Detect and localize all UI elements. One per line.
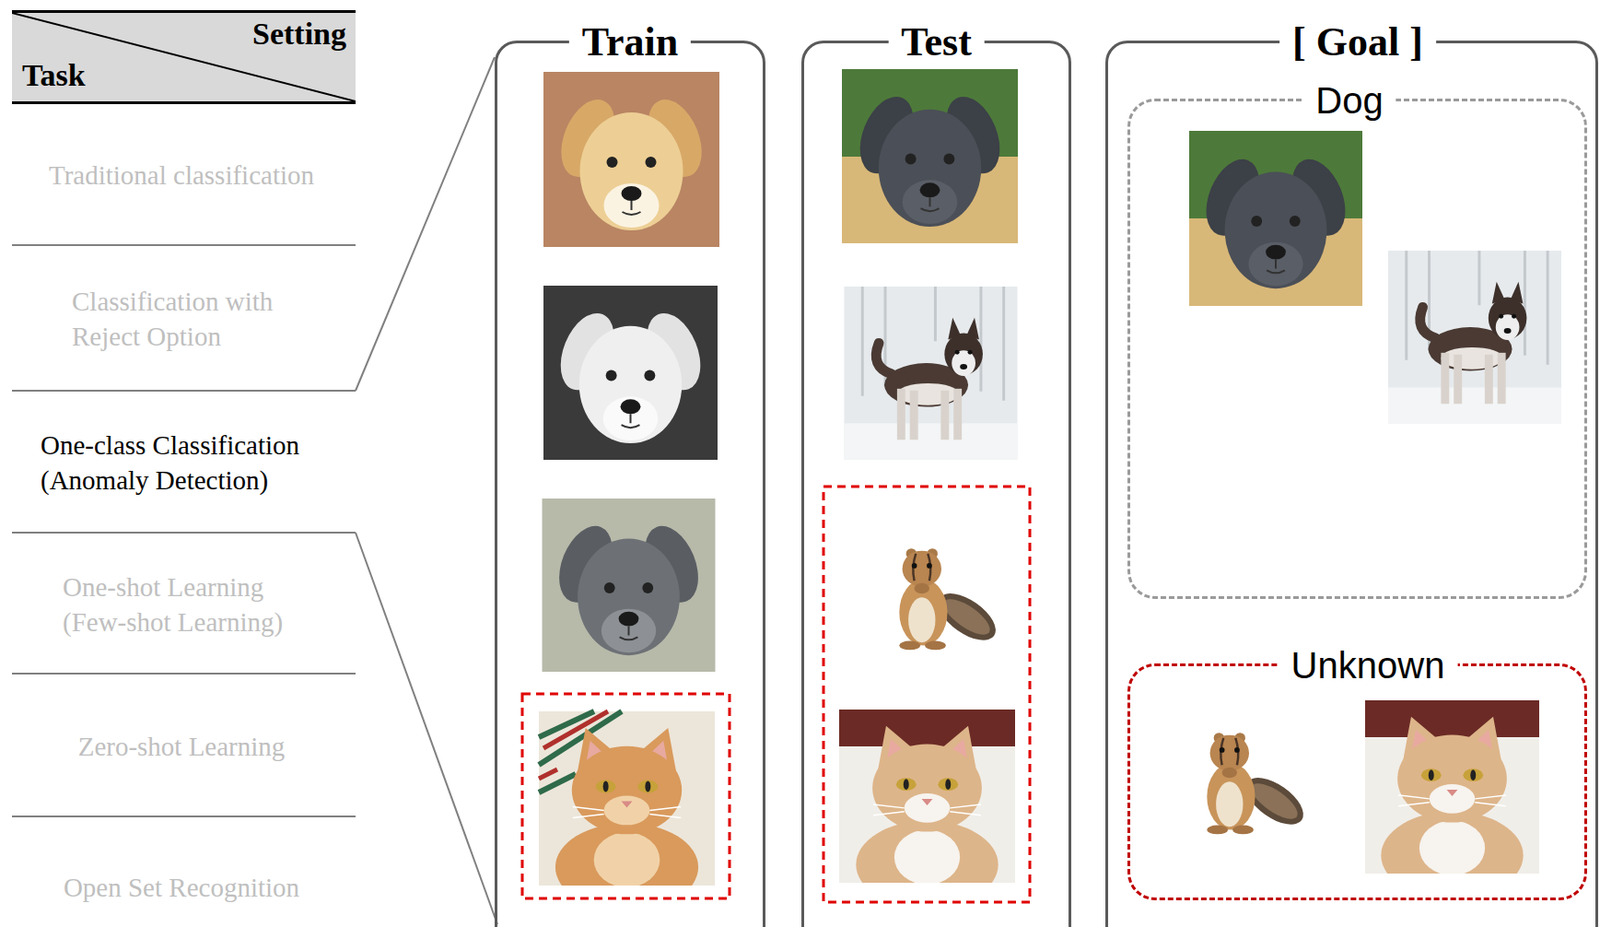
zoom-line xyxy=(355,532,498,924)
text-holder: Test xyxy=(887,19,985,64)
text-holder: Open Set Recognition xyxy=(63,870,300,906)
text-holder: Unknown xyxy=(1278,643,1459,687)
dog-photo xyxy=(544,71,720,247)
panel-title: Train xyxy=(569,19,691,64)
goal-panel: [ Goal ]DogUnknown xyxy=(1105,40,1599,927)
panel-title: Test xyxy=(887,19,985,64)
text-holder: Setting xyxy=(252,16,347,51)
text-holder: Traditional classification xyxy=(48,158,315,194)
goal-photos xyxy=(1163,130,1562,900)
task-name: One-shot Learning (Few-shot Learning) xyxy=(62,570,304,640)
text-holder: Dog xyxy=(1302,79,1396,122)
text-holder: Classification with Reject Option xyxy=(71,284,314,354)
cat-photo xyxy=(1366,700,1540,900)
row-rule xyxy=(11,531,356,534)
train-photos xyxy=(522,71,730,911)
header-cell: SettingTask xyxy=(11,10,356,105)
class-group: Dog xyxy=(1127,98,1588,599)
text-holder: Task xyxy=(22,58,86,93)
unknown-marker xyxy=(823,486,1030,902)
cat-photo xyxy=(539,711,714,911)
group-label: Dog xyxy=(1302,79,1396,122)
row-rule xyxy=(11,244,356,246)
panel-title: [ Goal ] xyxy=(1279,19,1437,64)
text-holder: One-shot Learning (Few-shot Learning) xyxy=(62,570,304,640)
dog-photo xyxy=(842,69,1017,244)
dog-photo xyxy=(543,285,718,460)
task-name: One-class Classification (Anomaly Detect… xyxy=(40,428,345,498)
row-rule xyxy=(11,672,356,675)
task-name: Zero-shot Learning xyxy=(78,729,286,765)
unknown-marker xyxy=(522,693,730,899)
test-photos xyxy=(823,69,1030,909)
header-text: Setting xyxy=(252,16,347,51)
zoom-line xyxy=(355,57,495,391)
husky-photo xyxy=(1388,250,1562,424)
chipmunk-photo xyxy=(1163,704,1311,848)
text-holder: Zero-shot Learning xyxy=(78,729,286,765)
dog-photo xyxy=(542,498,716,672)
test-panel: Test xyxy=(801,40,1072,927)
diagonal-line xyxy=(11,12,356,102)
text-holder: One-class Classification (Anomaly Detect… xyxy=(40,428,345,498)
task-name: Traditional classification xyxy=(48,158,315,194)
task-name: Classification with Reject Option xyxy=(71,284,314,354)
table-rules xyxy=(11,245,356,817)
group-label: Unknown xyxy=(1278,643,1459,687)
photo-ground xyxy=(543,71,720,247)
train-panel: Train xyxy=(494,40,766,927)
zoom-lines xyxy=(355,57,498,924)
row-rule xyxy=(11,389,356,392)
row-rule xyxy=(11,815,356,818)
unknown-group: Unknown xyxy=(1127,663,1588,900)
text-holder: Train xyxy=(569,19,691,64)
dog-photo xyxy=(1189,131,1363,305)
husky-photo xyxy=(844,286,1018,460)
header-text: Task xyxy=(22,58,86,93)
chipmunk-photo xyxy=(855,520,1004,664)
task-name: Open Set Recognition xyxy=(63,870,300,906)
text-holder: [ Goal ] xyxy=(1279,19,1437,64)
cat-photo xyxy=(840,709,1015,909)
